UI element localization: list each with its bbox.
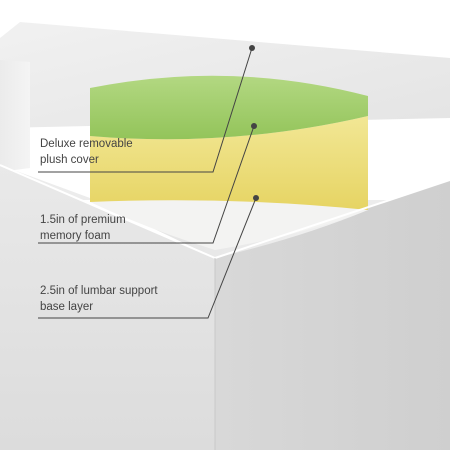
upper-mattress-left-side — [0, 60, 30, 172]
leader-memory — [38, 125, 255, 244]
callout-leaders — [38, 47, 257, 319]
leader-cover — [38, 47, 253, 173]
edge-line-right — [214, 179, 450, 259]
dot-cover — [249, 45, 255, 51]
label-base-layer: 2.5in of lumbar support base layer — [40, 285, 158, 313]
dot-base — [253, 195, 259, 201]
layer-memory-foam — [90, 116, 368, 210]
lower-mattress-right-face — [215, 180, 450, 450]
label-plush-cover: Deluxe removable plush cover — [40, 138, 133, 166]
dot-memory — [251, 123, 257, 129]
leader-base — [38, 197, 257, 319]
layer-base-section — [90, 193, 368, 250]
callout-dots — [249, 45, 259, 201]
layer-plush-cover — [90, 75, 368, 140]
label-memory-foam: 1.5in of premium memory foam — [40, 214, 126, 242]
lower-mattress-front-face — [0, 165, 215, 450]
